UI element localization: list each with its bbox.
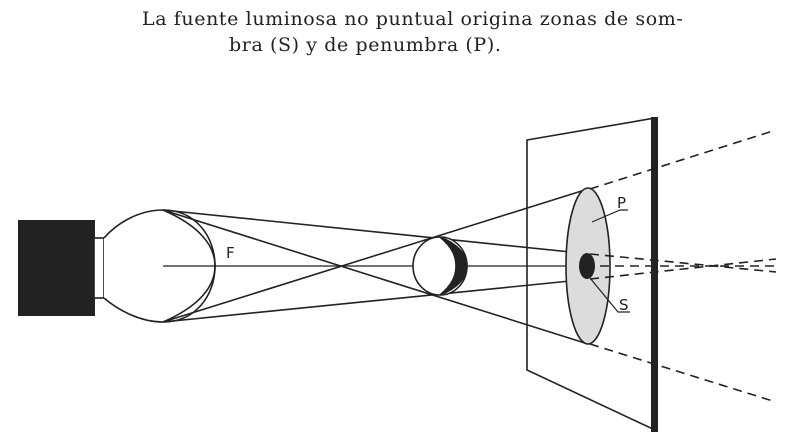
ray-outer-bottom [162, 209, 589, 345]
caption-line-1: La fuente luminosa no puntual origina zo… [142, 8, 684, 30]
shadow-leader [589, 277, 630, 313]
ray-inner-bottom [162, 278, 591, 323]
dashed-extensions [589, 129, 777, 403]
ray-outer-top [162, 188, 589, 323]
lamp-neck [93, 237, 105, 299]
penumbra-leader [591, 209, 628, 223]
figure-caption: La fuente luminosa no puntual origina zo… [142, 6, 742, 58]
screen-edge [651, 117, 658, 432]
caption-line-2: bra (S) y de penumbra (P). [229, 34, 502, 56]
sphere-dark-crescent [439, 236, 468, 296]
label-penumbra: P [617, 194, 626, 212]
label-shadow: S [619, 296, 629, 314]
shadow-zone [579, 253, 595, 279]
lamp-socket [18, 220, 95, 316]
label-source: F [226, 244, 235, 262]
ray-inner-top [162, 209, 591, 255]
